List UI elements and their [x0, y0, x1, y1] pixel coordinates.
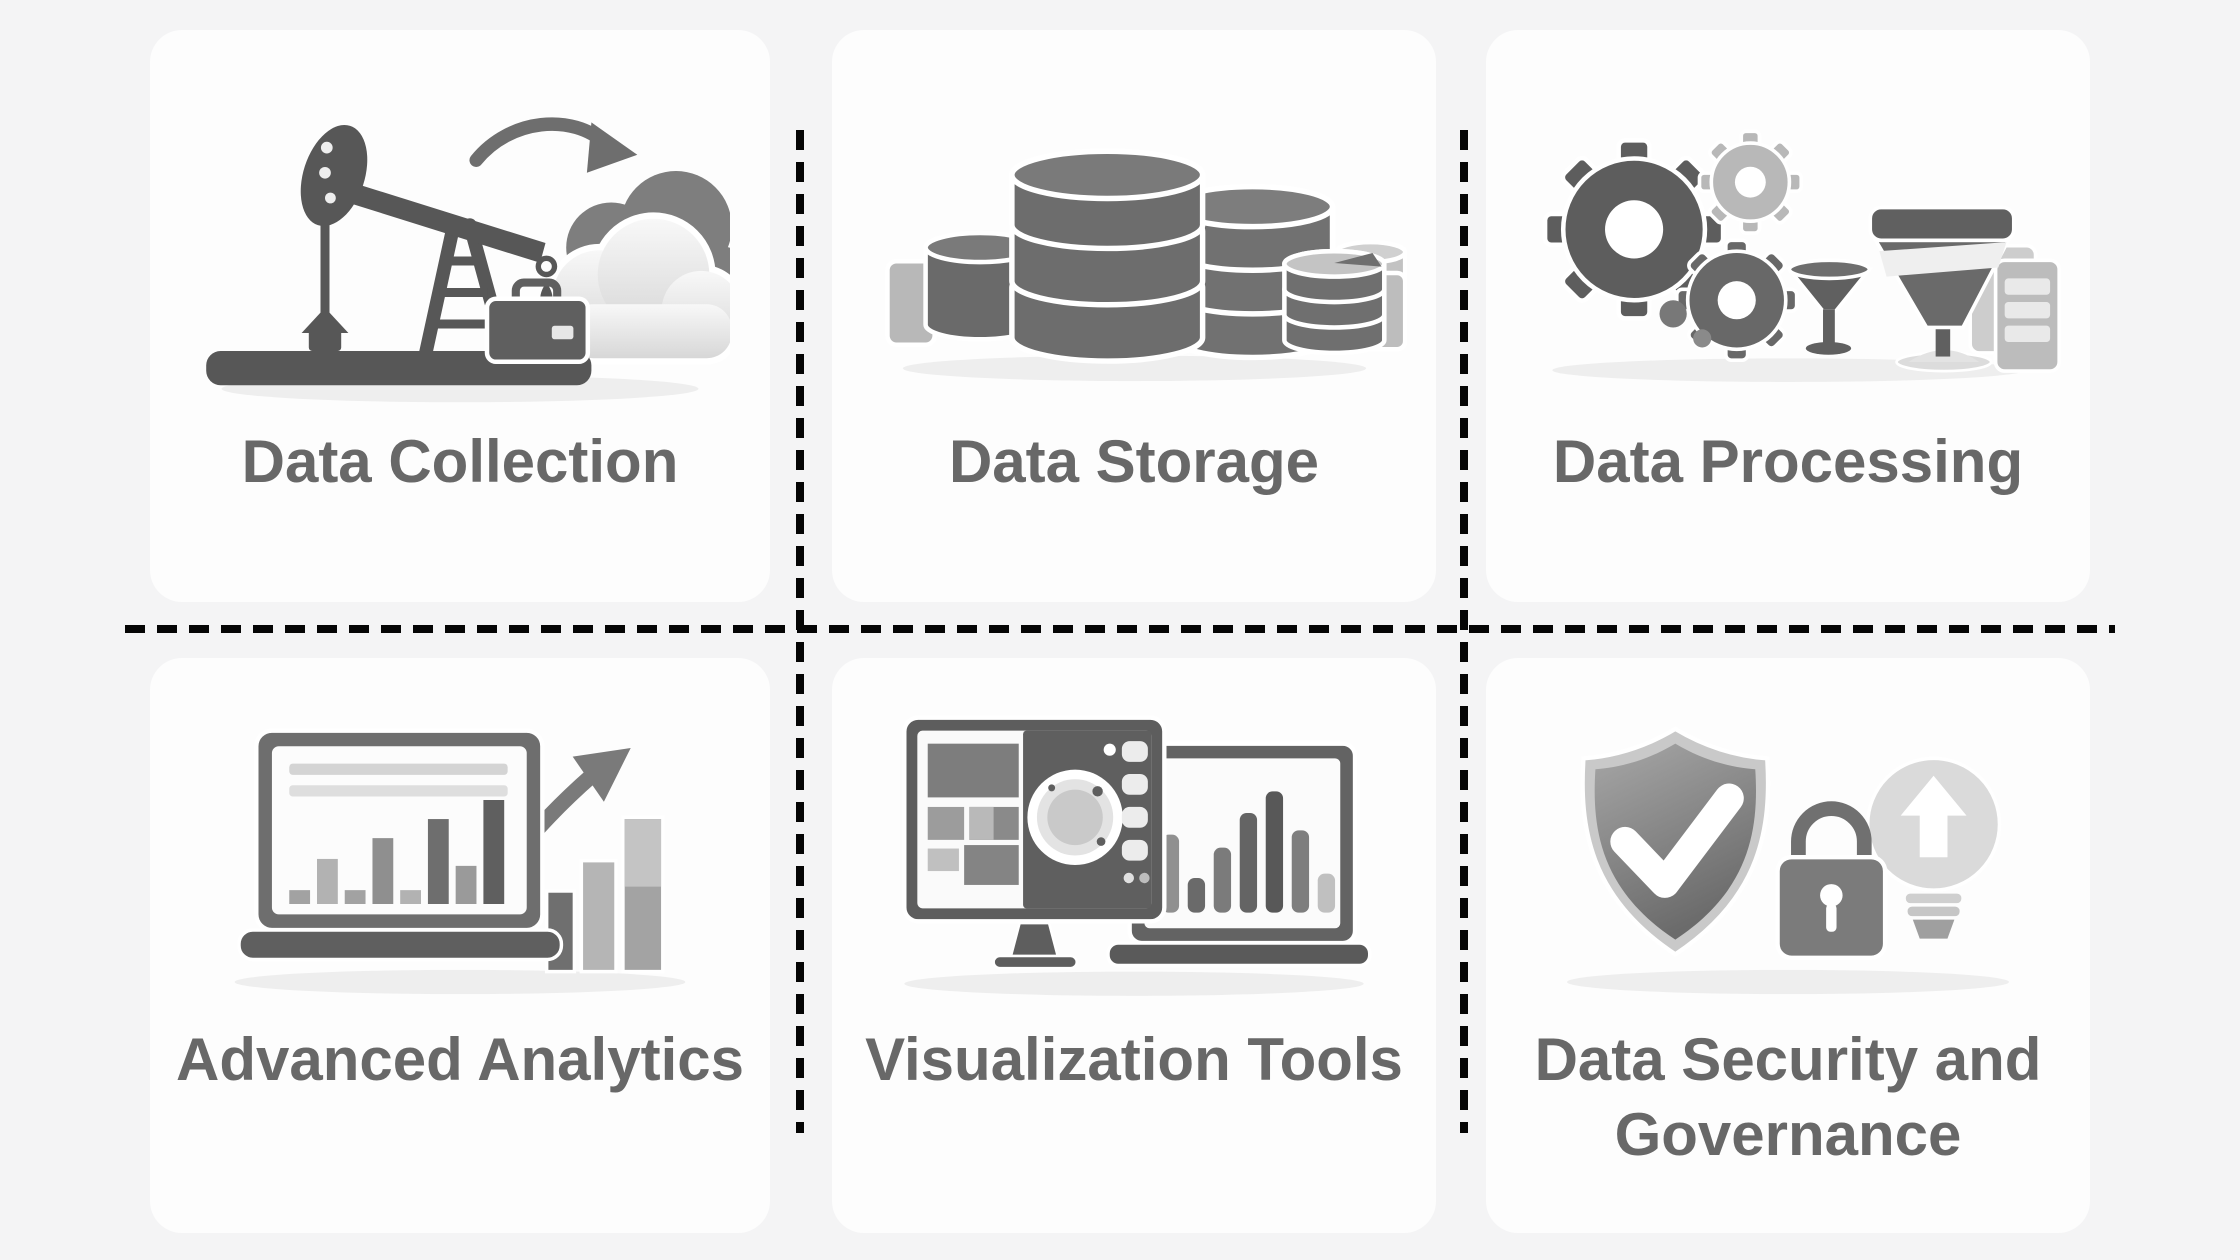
laptop-bar-chart-growth-arrow-icon: [200, 696, 720, 1008]
row-divider: [125, 625, 2115, 633]
database-cylinder-stack-icon: [862, 76, 1407, 410]
cell-label-visualization-tools: Visualization Tools: [865, 1026, 1403, 1093]
oil-pump-jack-to-cloud-svg: [206, 117, 730, 403]
gears-funnel-document-icon: [1516, 76, 2061, 410]
cell-advanced-analytics: Advanced Analytics: [150, 658, 770, 1233]
cell-visualization-tools: Visualization Tools: [832, 658, 1436, 1233]
cell-data-collection: Data Collection: [150, 30, 770, 602]
database-cylinder-stack-svg: [884, 148, 1407, 382]
monitor-dashboard-laptop-icon: [874, 696, 1394, 1008]
cell-data-storage: Data Storage: [832, 30, 1436, 602]
cell-data-processing: Data Processing: [1486, 30, 2090, 602]
cell-label-data-processing: Data Processing: [1552, 428, 2024, 495]
cell-label-data-security-governance: Data Security and Governance: [1534, 1026, 2042, 1168]
monitor-dashboard-laptop-svg: [902, 715, 1372, 996]
laptop-bar-chart-growth-arrow-svg: [234, 728, 686, 995]
cell-label-data-storage: Data Storage: [948, 428, 1320, 495]
shield-check-lock-lightbulb-icon: [1528, 696, 2048, 1008]
oil-pump-jack-to-cloud-icon: [190, 76, 730, 410]
shield-check-lock-lightbulb-svg: [1567, 726, 2009, 995]
cell-label-advanced-analytics: Advanced Analytics: [176, 1026, 744, 1093]
cell-label-data-collection: Data Collection: [241, 428, 679, 495]
gears-funnel-document-svg: [1542, 129, 2061, 382]
cell-data-security-governance: Data Security and Governance: [1486, 658, 2090, 1233]
